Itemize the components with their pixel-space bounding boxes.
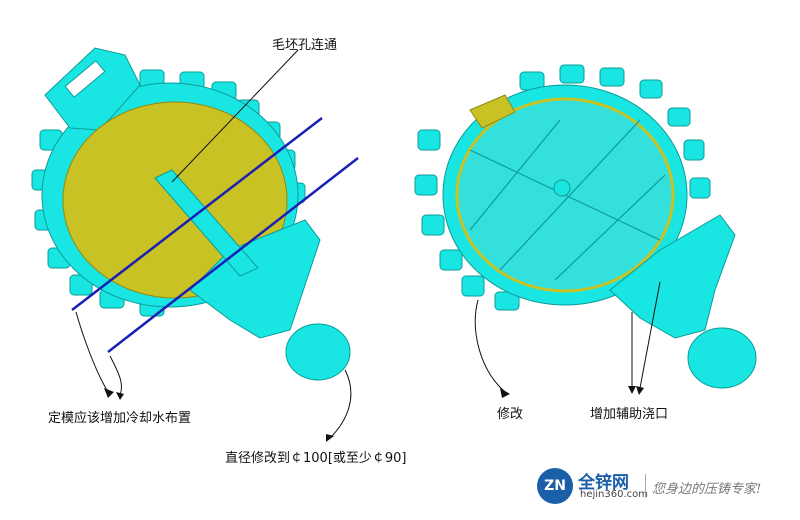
biscuit <box>687 327 757 389</box>
cooling-line <box>71 117 323 311</box>
rim-tab <box>414 174 438 196</box>
label-fu-zhu: 增加辅助浇口 <box>590 407 669 422</box>
handle-bracket <box>44 47 141 131</box>
rib <box>554 174 666 281</box>
brand-url: hejin360.com <box>580 489 649 500</box>
left-casting <box>31 47 359 381</box>
rim-tab <box>417 129 441 151</box>
leader-xiu-gai <box>474 299 506 393</box>
runner-arm <box>189 219 321 339</box>
leader-fu-zhu-2 <box>639 281 661 389</box>
cooling-line <box>107 157 359 353</box>
arrow-head <box>500 388 510 398</box>
label-mao-pi-kong: 毛坯孔连通 <box>272 38 338 53</box>
gate-insert <box>469 94 516 129</box>
leader-ding-mo-1 <box>75 311 109 393</box>
rim-tab <box>559 64 585 84</box>
rib <box>469 119 561 231</box>
rim-tab <box>599 67 625 87</box>
biscuit <box>285 323 351 381</box>
leader-ding-mo-2 <box>109 355 123 396</box>
handle-slot <box>64 60 106 98</box>
label-xiu-gai: 修改 <box>497 407 524 422</box>
arrow-head <box>104 388 114 398</box>
rim-tab <box>461 275 485 297</box>
rim-tab <box>639 79 663 99</box>
label-zhi-jing: 直径修改到￠100[或至少￠90] <box>225 451 407 466</box>
center-boss <box>553 179 571 197</box>
label-ding-mo: 定模应该增加冷却水布置 <box>48 411 192 426</box>
brand-divider <box>645 474 646 498</box>
brand-logo-icon: ZN <box>537 468 573 504</box>
rim-tab <box>421 214 445 236</box>
rim-tab <box>683 139 705 161</box>
rim-tab <box>439 249 463 271</box>
center-slot <box>154 169 259 277</box>
brand-name: 全锌网 <box>578 473 629 493</box>
rim-tab <box>689 177 711 199</box>
arrow-head <box>326 434 334 442</box>
arrow-head <box>636 386 644 395</box>
rim-tab <box>667 107 691 127</box>
leader-mao-pi-kong <box>171 49 299 183</box>
brand-slogan: 您身边的压铸专家! <box>652 482 762 497</box>
leader-zhi-jing <box>329 369 352 439</box>
arrow-head <box>116 392 124 400</box>
right-casting <box>414 64 757 389</box>
arrow-head <box>628 386 636 394</box>
rib <box>499 119 641 271</box>
